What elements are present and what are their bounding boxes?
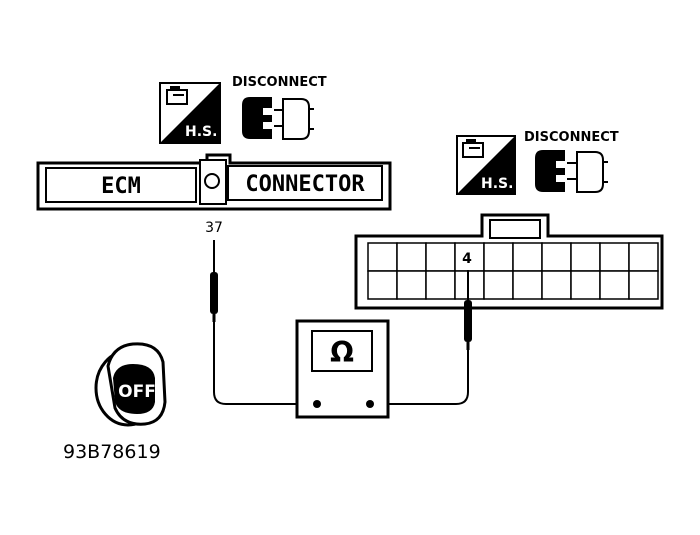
connector-cavity xyxy=(541,270,572,300)
connector-label: CONNECTOR xyxy=(245,172,365,197)
ignition-key-icon: OFF xyxy=(94,342,167,427)
ignition-off-label: OFF xyxy=(118,382,156,402)
connector-cavity xyxy=(599,242,630,272)
disconnect-label-right: DISCONNECT xyxy=(524,130,619,145)
connector-cavity xyxy=(541,242,572,272)
meter-display xyxy=(311,330,373,372)
ecm-pin-number: 37 xyxy=(205,220,223,236)
connector-cavity xyxy=(599,270,630,300)
connector-cavity xyxy=(454,242,485,272)
connector-cavity xyxy=(512,242,543,272)
meter-terminal-negative xyxy=(313,400,321,408)
connector-latch-icon xyxy=(204,173,220,189)
hs-label: H.S. xyxy=(481,176,513,192)
connector-cavity xyxy=(367,242,398,272)
hs-badge-left: H.S. xyxy=(159,82,221,144)
connector-cavity xyxy=(570,242,601,272)
ecm-connector: ECM CONNECTOR xyxy=(36,153,392,211)
connector-cavity xyxy=(512,270,543,300)
disconnect-label-left: DISCONNECT xyxy=(232,75,327,90)
connector-cavity xyxy=(483,242,514,272)
ohm-symbol: Ω xyxy=(330,336,354,369)
connector-cavity xyxy=(454,270,485,300)
connector-cavity xyxy=(628,242,659,272)
ecm-label: ECM xyxy=(101,174,141,199)
connector-cavity xyxy=(570,270,601,300)
probe-left xyxy=(210,240,218,322)
disconnect-plug-icon-right xyxy=(535,150,608,193)
ohmmeter: Ω xyxy=(295,319,390,419)
test-lead-left xyxy=(213,322,317,405)
connector-cavity xyxy=(396,270,427,300)
connector-cavity xyxy=(396,242,427,272)
figure-id: 93B78619 xyxy=(63,441,161,463)
engine-icon xyxy=(462,139,484,158)
disconnect-plug-icon-left xyxy=(242,97,314,140)
connector-pin-grid xyxy=(367,242,659,300)
connector-cavity xyxy=(425,270,456,300)
probe-right xyxy=(464,270,472,350)
harness-connector xyxy=(354,213,664,310)
meter-terminal-positive xyxy=(366,400,374,408)
connector-pin-number: 4 xyxy=(462,251,472,267)
connector-cavity xyxy=(425,242,456,272)
connector-cavity xyxy=(367,270,398,300)
test-lead-right xyxy=(370,350,469,405)
engine-icon xyxy=(166,86,188,105)
hs-badge-right: H.S. xyxy=(456,135,516,195)
connector-cavity xyxy=(628,270,659,300)
connector-cavity xyxy=(483,270,514,300)
hs-label: H.S. xyxy=(185,124,217,140)
